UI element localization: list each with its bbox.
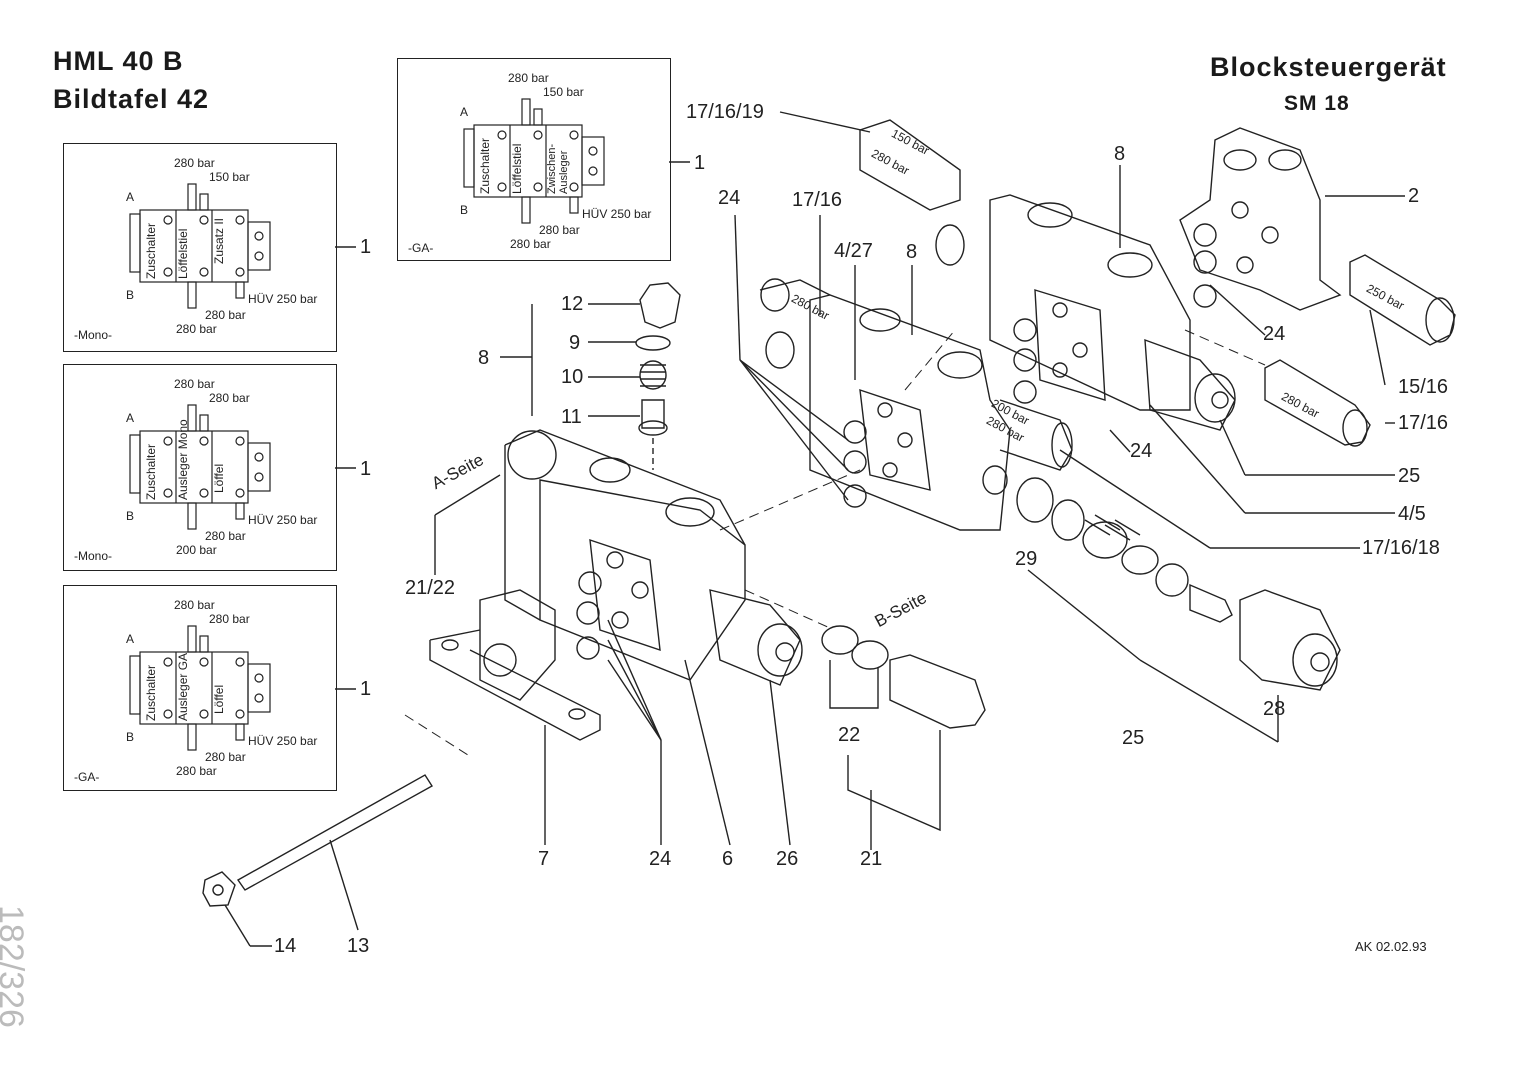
scheme-variant: -GA- bbox=[74, 770, 100, 784]
scheme-bottom-pressure: 280 bar bbox=[205, 308, 246, 322]
scheme-box-3: 280 bar 280 bar A B Zuschalter Ausleger … bbox=[63, 585, 337, 791]
series-title: SM 18 bbox=[1284, 92, 1350, 115]
port-a-label: A bbox=[126, 632, 135, 646]
cartridge-pressure-label: 280 bar bbox=[789, 291, 832, 323]
scheme-bottom-pressure-2: 200 bar bbox=[176, 543, 217, 557]
callout-29: 29 bbox=[1015, 548, 1038, 570]
callout-25: 25 bbox=[1398, 465, 1421, 487]
callout-25: 25 bbox=[1122, 727, 1145, 749]
callout-1: 1 bbox=[694, 152, 706, 174]
callout-22: 22 bbox=[838, 724, 861, 746]
scheme-top-pressure-2: 150 bar bbox=[543, 85, 584, 99]
port-b-label: B bbox=[126, 288, 135, 302]
scheme-top-pressure: 280 bar bbox=[174, 377, 215, 391]
huv-label: HÜV 250 bar bbox=[248, 734, 318, 748]
valve-block-symbol bbox=[129, 183, 271, 309]
callout-24: 24 bbox=[718, 187, 741, 209]
callout-8: 8 bbox=[1114, 143, 1126, 165]
scheme-bottom-pressure-2: 280 bar bbox=[176, 764, 217, 778]
callout-8: 8 bbox=[906, 241, 918, 263]
callout-7: 7 bbox=[538, 848, 550, 870]
scheme-bottom-pressure-2: 280 bar bbox=[510, 237, 551, 251]
valve-block-symbol bbox=[463, 98, 605, 224]
scheme-top-pressure: 280 bar bbox=[508, 71, 549, 85]
port-a-label: A bbox=[126, 190, 135, 204]
callout-26: 26 bbox=[776, 848, 799, 870]
scheme-variant: -Mono- bbox=[74, 549, 113, 563]
cartridge-pressure-label: 250 bar bbox=[1364, 281, 1407, 313]
scheme-variant: -GA- bbox=[408, 241, 434, 255]
revision-stamp: AK 02.02.93 bbox=[1355, 939, 1427, 954]
cartridge-pressure-label: 280 bar bbox=[1279, 389, 1322, 421]
port-b-label: B bbox=[126, 730, 135, 744]
callout-24: 24 bbox=[1263, 323, 1286, 345]
b-side-label: B-Seite bbox=[871, 588, 930, 632]
callout-6: 6 bbox=[722, 848, 734, 870]
callout-1: 1 bbox=[360, 678, 372, 700]
callout-24: 24 bbox=[649, 848, 672, 870]
callout-2: 2 bbox=[1408, 185, 1420, 207]
port-a-label: A bbox=[126, 411, 135, 425]
cartridge-pressure-label: 150 bar bbox=[889, 126, 932, 158]
callout-24: 24 bbox=[1130, 440, 1153, 462]
scheme-top-pressure: 280 bar bbox=[174, 156, 215, 170]
callout-10: 10 bbox=[561, 366, 584, 388]
huv-label: HÜV 250 bar bbox=[248, 292, 318, 306]
callout-11: 11 bbox=[561, 406, 582, 428]
callout-8: 8 bbox=[478, 347, 490, 369]
port-b-label: B bbox=[460, 203, 469, 217]
model-title: HML 40 B bbox=[53, 46, 184, 76]
callout-15-16: 15/16 bbox=[1398, 376, 1449, 398]
huv-label: HÜV 250 bar bbox=[582, 207, 652, 221]
scheme-bottom-pressure: 280 bar bbox=[205, 529, 246, 543]
scheme-variant: -Mono- bbox=[74, 328, 113, 342]
callout-17-16-19: 17/16/19 bbox=[686, 101, 764, 123]
callout-17-16: 17/16 bbox=[792, 189, 843, 211]
scheme-box-4: 280 bar 150 bar A B Zuschalter Löffelsti… bbox=[397, 58, 671, 261]
callout-4-5: 4/5 bbox=[1398, 503, 1426, 525]
callout-13: 13 bbox=[347, 935, 370, 957]
callout-17-16-18: 17/16/18 bbox=[1362, 537, 1440, 559]
callout-21-22: 21/22 bbox=[405, 577, 456, 599]
scheme-top-pressure-2: 150 bar bbox=[209, 170, 250, 184]
page-number: 182/326 bbox=[0, 905, 30, 1028]
a-side-label: A-Seite bbox=[428, 450, 487, 494]
callout-12: 12 bbox=[561, 293, 584, 315]
scheme-box-1: 280 bar 150 bar A B Zuschalter Löffelsti… bbox=[63, 143, 337, 352]
plate-title: Bildtafel 42 bbox=[53, 84, 210, 114]
scheme-box-2: 280 bar 280 bar A B Zuschalter Ausleger … bbox=[63, 364, 337, 571]
valve-block-symbol bbox=[129, 404, 271, 530]
callout-1: 1 bbox=[360, 458, 372, 480]
cartridge-pressure-label: 280 bar bbox=[869, 146, 912, 178]
scheme-bottom-pressure: 280 bar bbox=[539, 223, 580, 237]
scheme-top-pressure-2: 280 bar bbox=[209, 612, 250, 626]
callout-4-27: 4/27 bbox=[834, 240, 873, 262]
component-title: Blocksteuergerät bbox=[1210, 52, 1447, 82]
callout-1: 1 bbox=[360, 236, 372, 258]
scheme-bottom-pressure-2: 280 bar bbox=[176, 322, 217, 336]
scheme-top-pressure-2: 280 bar bbox=[209, 391, 250, 405]
callout-9: 9 bbox=[569, 332, 581, 354]
callout-28: 28 bbox=[1263, 698, 1286, 720]
port-a-label: A bbox=[460, 105, 469, 119]
callout-21: 21 bbox=[860, 848, 883, 870]
port-b-label: B bbox=[126, 509, 135, 523]
scheme-bottom-pressure: 280 bar bbox=[205, 750, 246, 764]
scheme-top-pressure: 280 bar bbox=[174, 598, 215, 612]
huv-label: HÜV 250 bar bbox=[248, 513, 318, 527]
valve-block-symbol bbox=[129, 625, 271, 751]
callout-14: 14 bbox=[274, 935, 297, 957]
callout-17-16: 17/16 bbox=[1398, 412, 1449, 434]
